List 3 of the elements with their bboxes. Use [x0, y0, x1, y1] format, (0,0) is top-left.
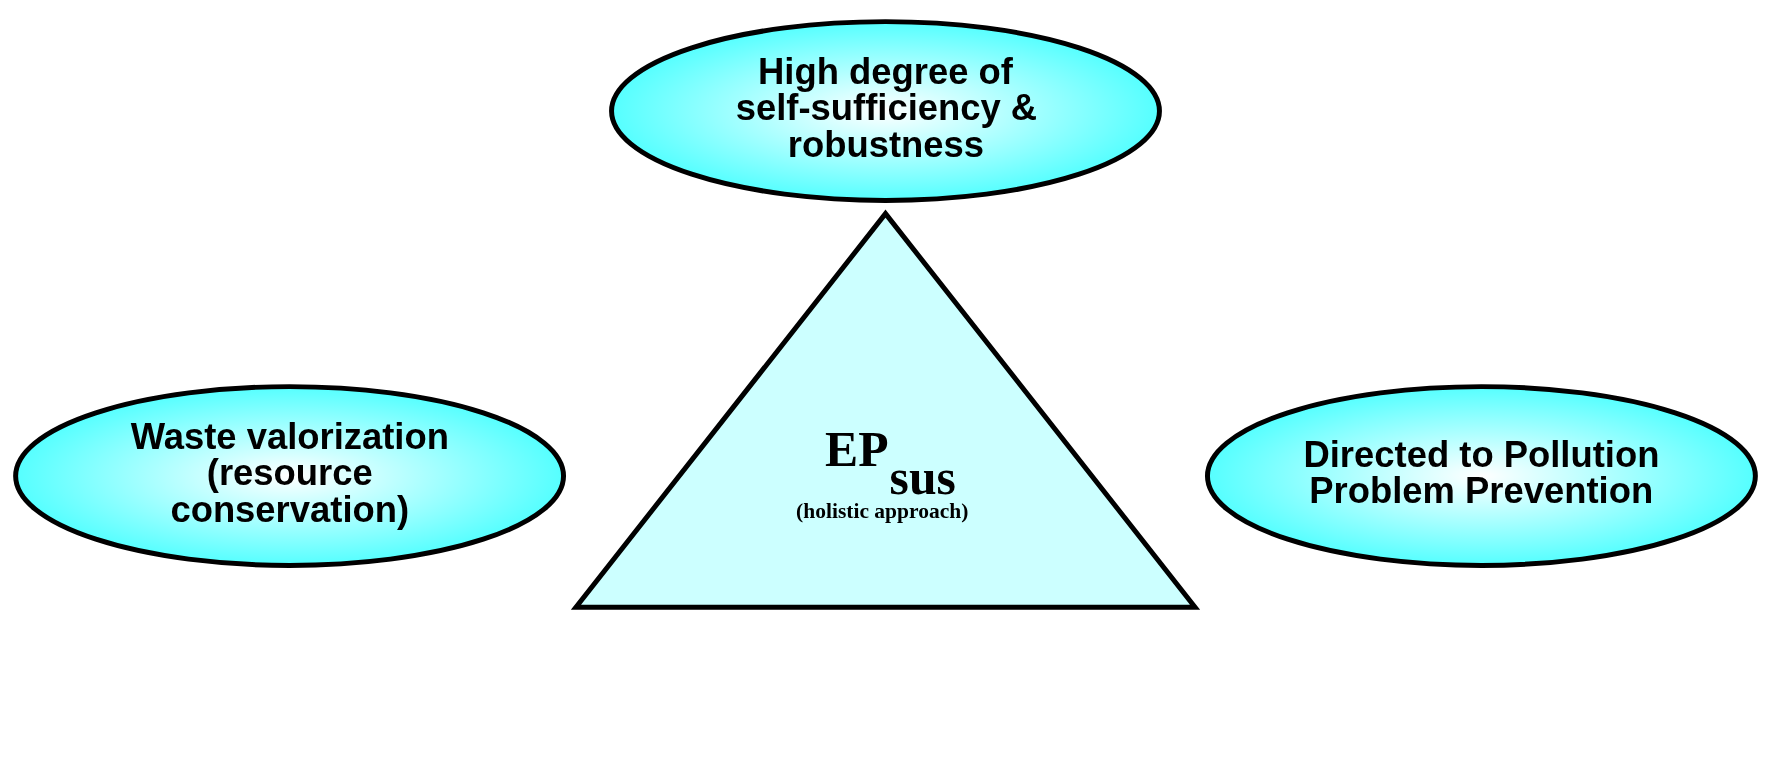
node-ellipse: High degree of self-sufficiency & robustness	[609, 19, 1162, 203]
node-ellipse: Directed to Pollution Problem Prevention	[1204, 384, 1758, 568]
node-ellipse: Waste valorization (resource conservation)	[13, 384, 567, 568]
